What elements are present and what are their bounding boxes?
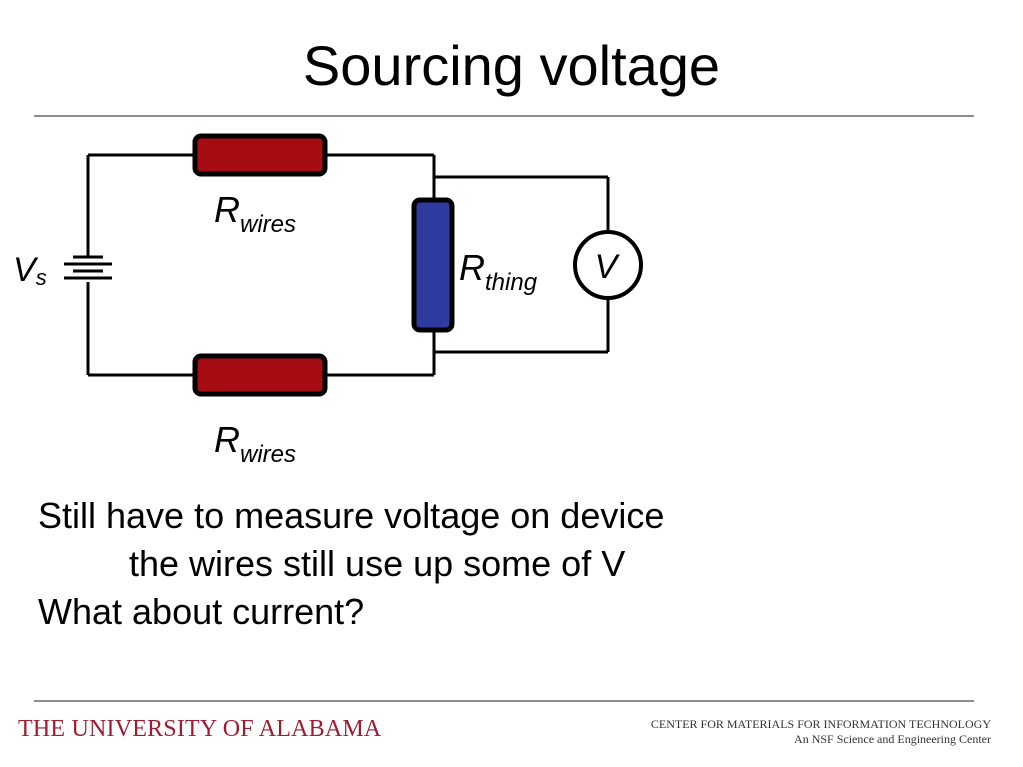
wire-resistor-bottom bbox=[192, 353, 328, 397]
bullet-line: Still have to measure voltage on device bbox=[38, 495, 665, 536]
wire-resistor-top bbox=[192, 133, 328, 177]
voltmeter-label: V bbox=[595, 248, 621, 286]
resistor-top-label: Rwires bbox=[214, 189, 296, 238]
voltmeter-circle bbox=[573, 230, 643, 300]
bullet-text: Still have to measure voltage on device … bbox=[38, 492, 664, 636]
slide-title: Sourcing voltage bbox=[302, 34, 721, 97]
center-credit: CENTER FOR MATERIALS FOR INFORMATION TEC… bbox=[651, 717, 991, 747]
bottom-divider bbox=[34, 700, 974, 702]
bullet-line: What about current? bbox=[38, 591, 365, 632]
battery-symbol bbox=[64, 255, 112, 280]
device-resistor bbox=[411, 197, 455, 333]
center-name: CENTER FOR MATERIALS FOR INFORMATION TEC… bbox=[650, 717, 991, 731]
circuit-wires bbox=[86, 153, 610, 377]
device-label: Rthing bbox=[459, 247, 538, 296]
bullet-subline: the wires still use up some of V bbox=[129, 543, 626, 584]
source-label: Vs bbox=[13, 251, 47, 290]
center-subtitle: An NSF Science and Engineering Center bbox=[794, 732, 991, 746]
resistor-bottom-label: Rwires bbox=[214, 419, 296, 468]
top-divider bbox=[34, 115, 974, 117]
university-name: THE UNIVERSITY OF ALABAMA bbox=[18, 716, 382, 742]
